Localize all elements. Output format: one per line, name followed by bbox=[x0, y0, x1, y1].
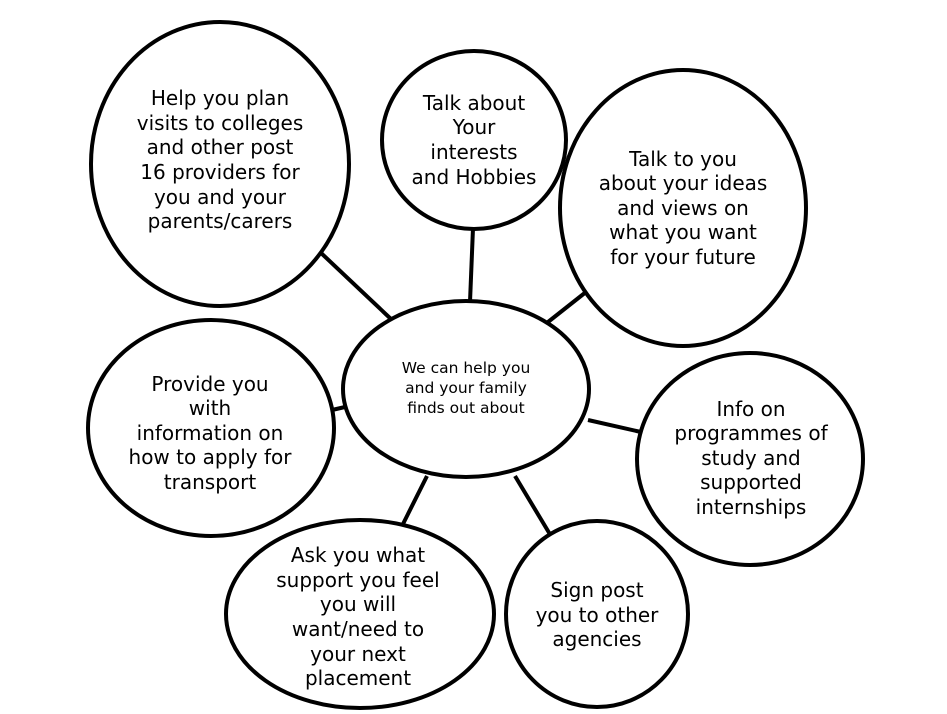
bubble-interests bbox=[380, 49, 568, 231]
connector-ideas-views bbox=[546, 290, 588, 324]
connector-interests bbox=[468, 227, 475, 303]
node-text-ideas-views: Talk to you about your ideas and views o… bbox=[598, 146, 768, 269]
node-text-signpost: Sign post you to other agencies bbox=[535, 578, 659, 652]
connector-programmes bbox=[587, 418, 642, 434]
connector-lines bbox=[318, 227, 642, 538]
node-text-support: Ask you what support you feel you will w… bbox=[276, 543, 440, 691]
bubbles bbox=[86, 20, 865, 710]
bubble-transport bbox=[86, 318, 336, 538]
node-text-programmes: Info on programmes of study and supporte… bbox=[674, 396, 828, 519]
bubble-programmes bbox=[635, 351, 865, 567]
bubble-support bbox=[224, 518, 496, 710]
bubble-plan-visits bbox=[89, 20, 351, 308]
connector-signpost bbox=[513, 474, 553, 538]
bubble-center bbox=[341, 299, 591, 479]
node-text-interests: Talk about Your interests and Hobbies bbox=[411, 90, 537, 189]
node-text-plan-visits: Help you plan visits to colleges and oth… bbox=[136, 86, 304, 234]
connector-support bbox=[398, 475, 429, 531]
connector-plan-visits bbox=[318, 250, 394, 322]
bubble-signpost bbox=[504, 519, 690, 709]
bubble-ideas-views bbox=[558, 68, 808, 348]
node-text-transport: Provide you with information on how to a… bbox=[128, 371, 292, 494]
center-text: We can help you and your family finds ou… bbox=[401, 358, 531, 418]
